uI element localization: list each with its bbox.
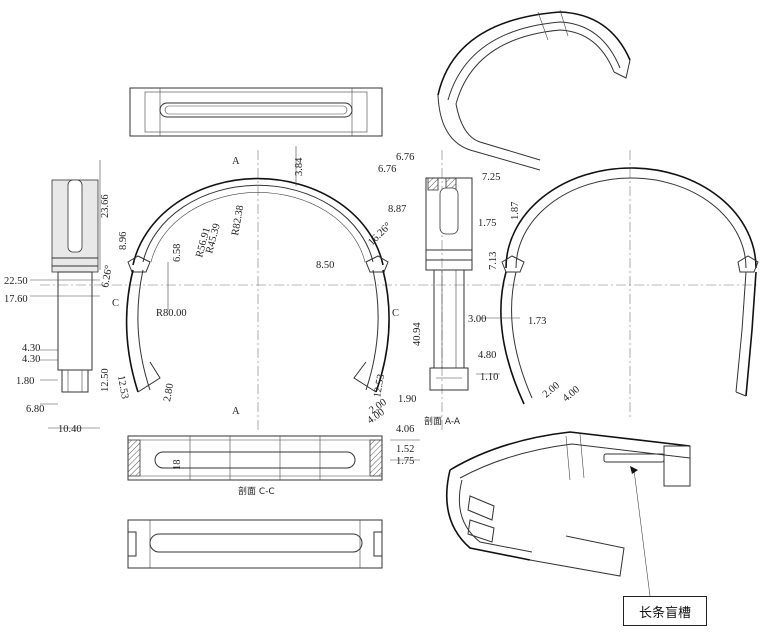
- dim-3-00: 3.00: [468, 314, 486, 325]
- dim-4-00-right: 4.00: [561, 384, 582, 404]
- dim-40-94: 40.94: [412, 322, 423, 346]
- dim-6-58: 6.58: [172, 244, 183, 262]
- dim-17-60: 17.60: [4, 294, 28, 305]
- dim-8-50: 8.50: [316, 260, 334, 271]
- iso-view-bottom: [445, 431, 691, 577]
- dim-r82-38: R82.38: [230, 204, 246, 236]
- dim-4-06: 4.06: [396, 424, 414, 435]
- dim-7-25: 7.25: [482, 172, 500, 183]
- section-a-top-label: A: [232, 156, 240, 167]
- section-c-right-label: C: [392, 308, 399, 319]
- dim-12-53-right: 12.53: [372, 373, 387, 398]
- dim-6-26-left: 6.26°: [100, 264, 115, 288]
- dim-1-73: 1.73: [528, 316, 546, 327]
- section-c-left-label: C: [112, 298, 119, 309]
- right-arc-view: [500, 167, 759, 405]
- callout-leader: [633, 469, 651, 597]
- dim-22-50: 22.50: [4, 276, 28, 287]
- section-a-a-title: 剖面 A-A: [424, 415, 461, 427]
- dim-23-66: 23.66: [100, 194, 111, 218]
- dim-8-96: 8.96: [118, 232, 129, 250]
- dim-1-90: 1.90: [398, 394, 416, 405]
- dim-4-30-a: 4.30: [22, 343, 40, 354]
- bottom-view: [127, 519, 383, 569]
- dimension-lines: [40, 146, 520, 461]
- section-c-c-title: 剖面 C-C: [238, 485, 275, 497]
- dim-4-30-b: 4.30: [22, 354, 40, 365]
- dim-12-53-left: 12.53: [115, 375, 130, 400]
- callout-box: 长条盲槽: [623, 596, 707, 626]
- dim-12-50: 12.50: [100, 368, 111, 392]
- dim-1-52: 1.52: [396, 444, 414, 455]
- main-arc-view: [125, 177, 390, 393]
- dim-4-80: 4.80: [478, 350, 496, 361]
- section-a-a: [425, 177, 473, 391]
- dim-6-80: 6.80: [26, 404, 44, 415]
- dim-6-76-a: 6.76: [396, 152, 414, 163]
- dim-8-87: 8.87: [388, 204, 406, 215]
- dim-r80-00: R80.00: [156, 308, 187, 319]
- dim-7-13: 7.13: [488, 252, 499, 270]
- section-a-bottom-label: A: [232, 406, 240, 417]
- dim-10-40: 10.40: [58, 424, 82, 435]
- center-lines: [40, 150, 760, 430]
- callout-arrowhead: [630, 466, 638, 474]
- dim-1-75-a: 1.75: [478, 218, 496, 229]
- dim-1-75-b: 1.75: [396, 456, 414, 467]
- top-view: [129, 87, 383, 137]
- dim-3-84: 3.84: [294, 157, 305, 176]
- dim-2-80: 2.80: [162, 383, 176, 403]
- dim-1-10: 1.10: [480, 372, 498, 383]
- dim-1-80: 1.80: [16, 376, 34, 387]
- dim-2-00-right: 2.00: [541, 380, 562, 400]
- iso-view-top: [437, 9, 631, 171]
- dim-18: 18: [172, 460, 183, 471]
- section-c-c: [127, 435, 383, 481]
- dim-6-76-b: 6.76: [378, 164, 396, 175]
- dim-1-87: 1.87: [510, 202, 521, 220]
- left-side-view: [30, 160, 101, 393]
- callout-text: 长条盲槽: [638, 605, 691, 621]
